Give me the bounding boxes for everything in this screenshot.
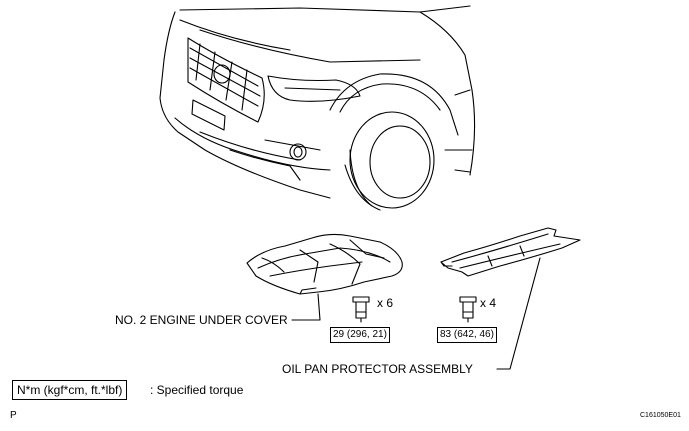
engine-under-cover-drawing xyxy=(246,233,403,295)
torque-spec-right: 83 (642, 46) xyxy=(437,327,497,343)
bolt-right-icon xyxy=(459,296,477,323)
label-oil-pan-protector: OIL PAN PROTECTOR ASSEMBLY xyxy=(282,362,473,376)
legend-torque-units: N*m (kgf*cm, ft.*lbf) xyxy=(12,380,128,400)
label-engine-under-cover: NO. 2 ENGINE UNDER COVER xyxy=(115,313,288,327)
footer-letter: P xyxy=(10,410,17,421)
bolt-quantity-right: x 4 xyxy=(480,296,497,310)
leader-oil-pan xyxy=(496,257,541,370)
vehicle-front-drawing xyxy=(159,5,476,211)
figure-code: C161050E01 xyxy=(640,412,681,419)
torque-spec-left: 29 (296, 21) xyxy=(330,327,390,343)
bolt-left-icon xyxy=(352,296,370,323)
leader-under-cover xyxy=(291,293,321,321)
legend-description: : Specified torque xyxy=(150,383,244,397)
oil-pan-protector-drawing xyxy=(440,227,581,277)
bolt-quantity-left: x 6 xyxy=(377,296,394,310)
